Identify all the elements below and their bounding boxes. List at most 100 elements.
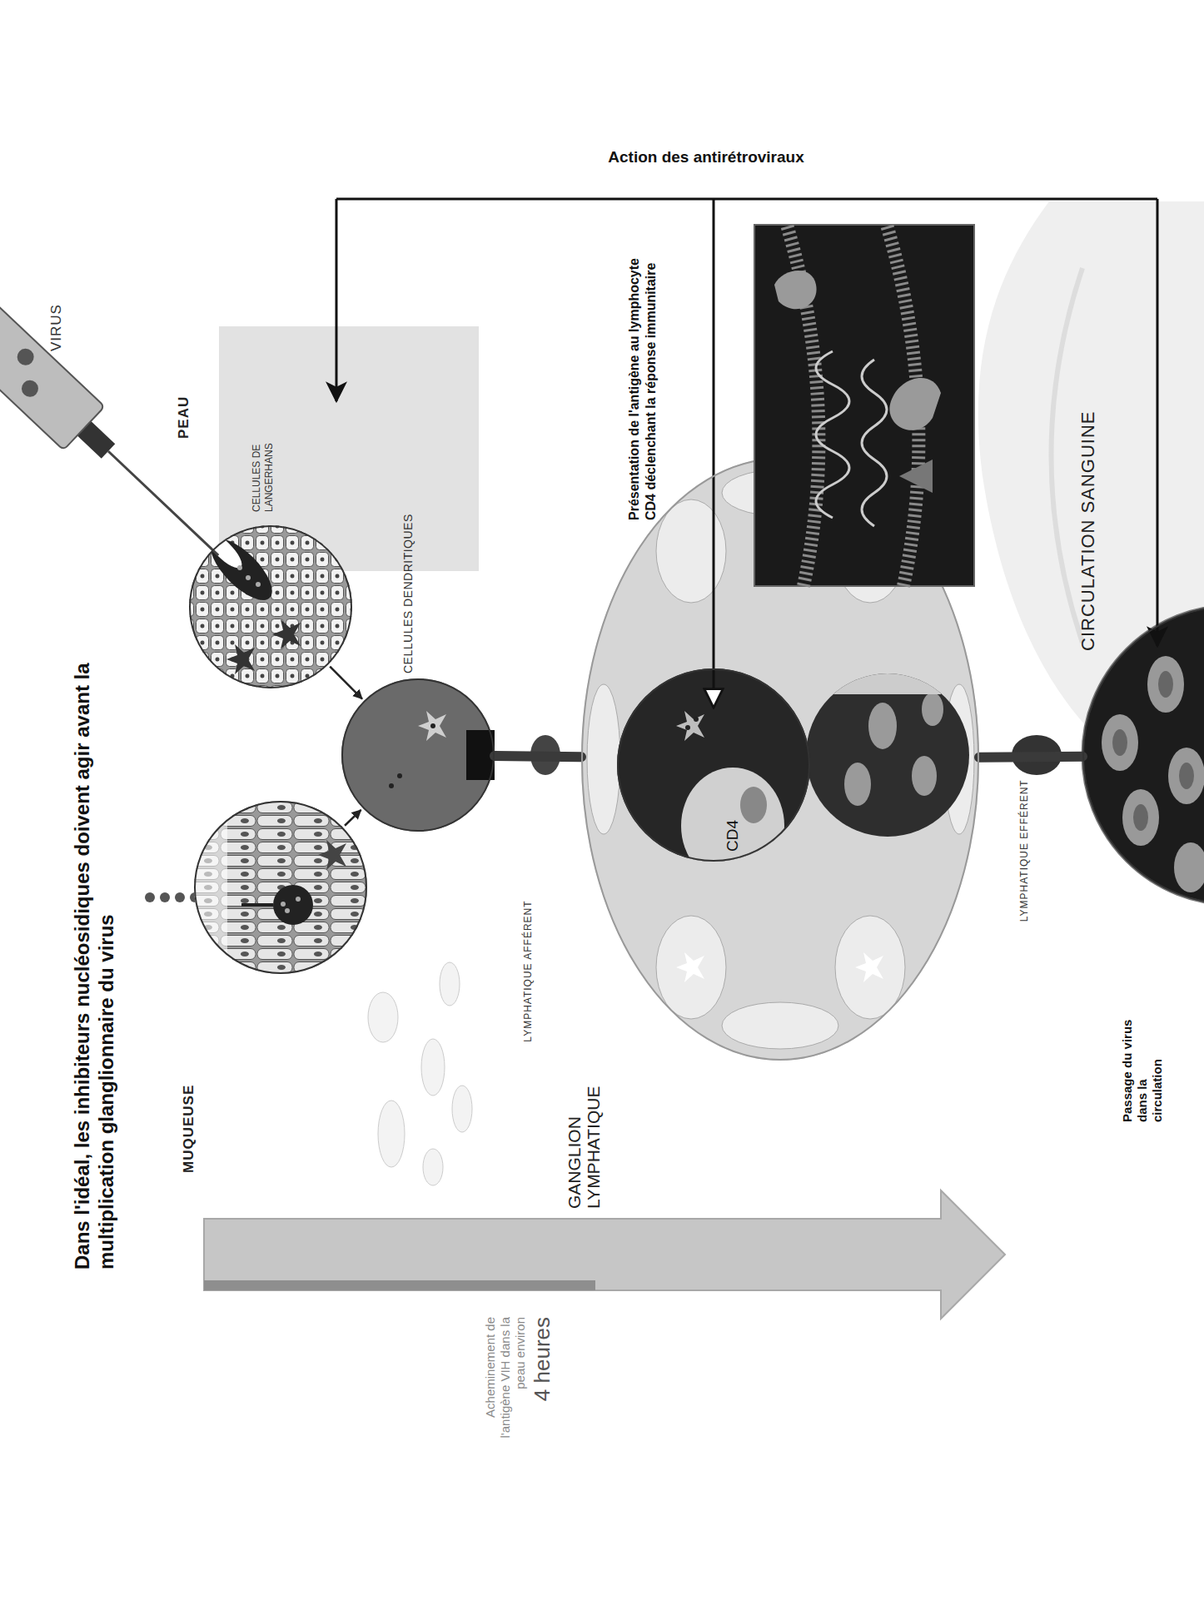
mucosa-circle (194, 801, 368, 975)
skin-tissue (237, 565, 243, 571)
skin-tissue (245, 575, 251, 581)
virus-label: VIRUS (48, 303, 65, 352)
blood-vessel-drawing (1179, 762, 1195, 790)
dendritic-circle (430, 723, 436, 729)
skin-tissue (255, 582, 261, 588)
mucosa-circle (284, 908, 290, 914)
skin-node: PEAUCELLULES DE LANGERHANS (189, 525, 353, 689)
dendritic-circle (388, 783, 394, 789)
mucosa-circle (273, 885, 314, 926)
syringe (0, 223, 105, 450)
node-outline (342, 679, 494, 831)
node-label: PEAU (175, 396, 193, 439)
node-outline (617, 669, 810, 861)
passage-note: Passage du virus dans la circulation (1119, 1018, 1165, 1123)
receptor-inset (889, 378, 941, 431)
node-outline (341, 678, 495, 832)
lymph-node-drawing (855, 536, 884, 567)
blood-vessel-drawing (1133, 804, 1149, 831)
lymph-node-drawing (581, 457, 980, 1061)
mucosa-circle (194, 801, 228, 975)
blood-vessel-drawing (1122, 789, 1160, 846)
blood-vessel-drawing (1158, 671, 1174, 698)
mucosa-circle (241, 903, 274, 907)
lymph-node-drawing (656, 915, 727, 1020)
lymph-node-drawing (832, 669, 941, 695)
edge-label: LYMPHATIQUE AFFÉRENT (521, 897, 535, 1045)
timeline-arrow (203, 1190, 1005, 1319)
syringe (0, 223, 239, 578)
mucosa-circle (194, 801, 368, 975)
presentation-note: Présentation de l'antigène au lymphocyte… (626, 241, 660, 521)
cd4-circle-drawing (681, 767, 785, 885)
node-outline (582, 458, 979, 1060)
syringe (18, 377, 42, 401)
cd4-circle-drawing (693, 716, 699, 722)
blood-vessel-drawing (1082, 605, 1204, 906)
receptor-inset (886, 224, 919, 587)
node-outline (194, 801, 367, 974)
mucosa-circle (318, 840, 347, 871)
timeline-arrow (203, 1280, 596, 1291)
mucosa-tissue (159, 892, 170, 903)
mucosa-node: MUQUEUSE (194, 801, 368, 975)
lymph-node-drawing (805, 673, 970, 837)
timeline-arrow (203, 1190, 1005, 1319)
mucosa-tissue (368, 992, 399, 1043)
receptor-inset (899, 459, 933, 493)
cd4-circle-drawing (740, 786, 767, 824)
dendritic-circle (341, 678, 495, 832)
mucosa-tissue (174, 892, 185, 903)
receptor-inset (774, 270, 817, 309)
antiretroviral-bracket (336, 198, 1158, 201)
blood-vessel-drawing (1101, 656, 1204, 893)
skin-tissue (201, 529, 282, 610)
edge-label: LYMPHATIQUE EFFÉRENT (1017, 776, 1031, 925)
node-outline (1083, 606, 1204, 905)
lymph-node-drawing (587, 684, 621, 835)
node-label: MUQUEUSE (180, 1084, 198, 1174)
antiretroviral-bracket (712, 199, 716, 708)
antiretroviral-bracket (1156, 199, 1160, 647)
cd4-circle-drawing (681, 767, 785, 885)
flow-arrow (344, 810, 362, 826)
node-label: CD4 (723, 820, 742, 852)
blood-circle: CIRCULATION SANGUINE (1082, 605, 1204, 906)
lymph-node-drawing (832, 669, 944, 806)
lymph-node-drawing (656, 499, 727, 603)
lymph-node-drawing (844, 762, 871, 806)
skin-tissue (199, 526, 282, 610)
receptor-inset (786, 224, 819, 587)
flow-arrow (329, 666, 363, 700)
node-label: CELLULES DE LANGERHANS (250, 387, 276, 513)
timeline-duration: 4 heures (529, 1317, 556, 1443)
lymph-node-drawing (581, 457, 980, 1061)
lymph-node-drawing (721, 1002, 839, 1050)
cd4-circle-drawing (676, 711, 705, 742)
node-outline (581, 457, 980, 1061)
mucosa-tissue (421, 1039, 445, 1096)
diagram-title: Dans l'idéal, les inhibiteurs nucléosidi… (69, 553, 119, 1270)
lymph-vessel (979, 756, 1083, 758)
node-outline (194, 801, 368, 975)
dendritic-node: CELLULES DENDRITIQUES (341, 678, 495, 832)
receptor-inset (861, 359, 887, 527)
node-outline (189, 525, 353, 689)
node-label: CELLULES DENDRITIQUES (401, 513, 415, 674)
lymph-node-drawing (911, 756, 937, 797)
mucosa-tissue (439, 962, 460, 1006)
node-outline (189, 526, 352, 688)
dendritic-circle (417, 711, 447, 742)
dendritic-circle (397, 773, 403, 779)
syringe (13, 345, 37, 369)
syringe (108, 451, 219, 556)
antiretroviral-bracket (335, 199, 339, 402)
node-outline (616, 668, 811, 862)
timeline-note: Acheminement de l'antigène VIH dans la p… (482, 1317, 528, 1443)
cd4-circle: CD4 (616, 668, 811, 862)
mucosa-tissue (144, 892, 155, 903)
lymph-node-drawing (721, 469, 839, 517)
lymph-vessel (494, 756, 582, 757)
node-label: GANGLION LYMPHATIQUE (564, 1067, 603, 1209)
